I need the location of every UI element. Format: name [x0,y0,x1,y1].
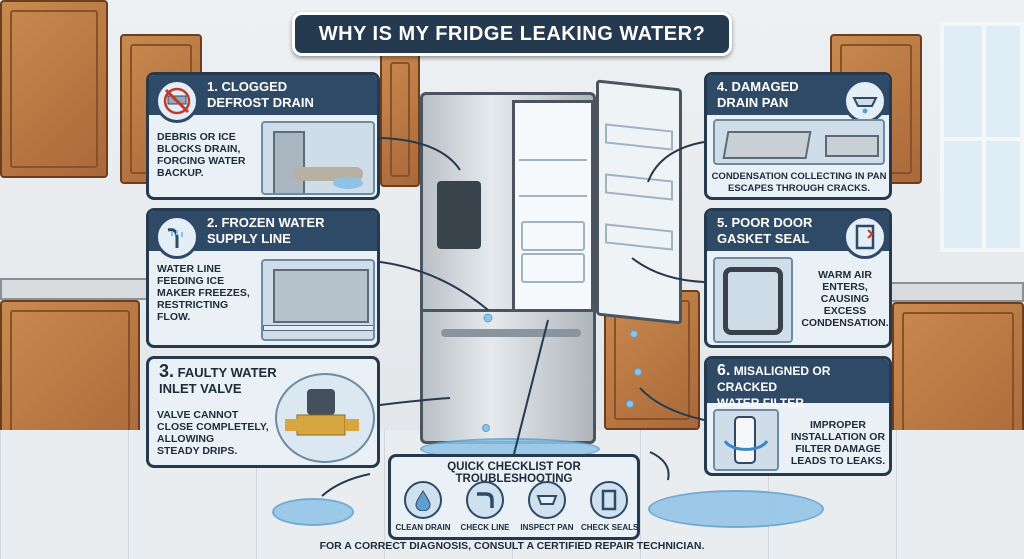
water-drop-icon [404,481,442,519]
gasket-illustration [713,257,793,343]
checklist-item-check-line: CHECK LINE [457,481,513,532]
cause-card-1: 1. CLOGGED DEFROST DRAIN DEBRIS OR ICE B… [146,72,380,200]
cause-title: 6. MISALIGNED OR CRACKED WATER FILTER [717,362,831,411]
cause-card-3: 3. FAULTY WATER INLET VALVE VALVE CANNOT… [146,356,380,468]
water-filter-icon [713,409,779,471]
fridge-interior [512,100,594,312]
door-gasket-icon [843,215,887,259]
upper-cabinet-left [0,0,108,178]
freezer-handle [441,329,581,337]
frozen-line-icon [155,215,199,259]
puddle-left [272,498,354,526]
cause-description: CONDENSATION COLLECTING IN PAN ESCAPES T… [711,171,887,194]
cause-title: 2. FROZEN WATER SUPPLY LINE [207,215,325,246]
cause-title: 4. DAMAGED DRAIN PAN [717,79,799,110]
checklist-item-inspect-pan: INSPECT PAN [519,481,575,532]
cause-card-5: 5. POOR DOOR GASKET SEAL WARM AIR ENTERS… [704,208,892,348]
drain-illustration [261,121,375,195]
checklist-item-label: CHECK SEALS [581,523,639,532]
pipe-icon [466,481,504,519]
troubleshooting-checklist: QUICK CHECKLIST FOR TROUBLESHOOTING CLEA… [388,454,640,540]
cause-title: 1. CLOGGED DEFROST DRAIN [207,79,314,110]
cause-description: WARM AIR ENTERS, CAUSING EXCESS CONDENSA… [801,269,889,329]
checklist-item-clean-drain: CLEAN DRAIN [395,481,451,532]
clogged-pipe-icon [155,79,199,123]
fridge-door-open [596,79,682,325]
checklist-item-label: INSPECT PAN [520,523,574,532]
footer-note: FOR A CORRECT DIAGNOSIS, CONSULT A CERTI… [319,540,705,552]
cause-description: WATER LINE FEEDING ICE MAKER FREEZES, RE… [157,263,250,323]
window [940,22,1024,252]
pan-icon [528,481,566,519]
puddle-right [648,490,824,528]
drain-pan-icon [843,79,887,123]
countertop-left [0,278,150,300]
cause-card-header: 6. MISALIGNED OR CRACKED WATER FILTER [707,359,889,410]
countertop-right [880,282,1024,302]
water-line-illustration [261,259,375,341]
valve-icon [275,373,375,463]
drain-pan-illustration [713,119,885,165]
ice-dispenser [437,181,481,249]
seal-icon [590,481,628,519]
checklist-item-check-seals: CHECK SEALS [581,481,639,532]
upper-cabinet-mid [380,52,420,187]
checklist-item-label: CHECK LINE [460,523,510,532]
cause-description: VALVE CANNOT CLOSE COMPLETELY, ALLOWING … [157,409,269,457]
cause-description: DEBRIS OR ICE BLOCKS DRAIN, FORCING WATE… [157,131,246,179]
cause-card-2: 2. FROZEN WATER SUPPLY LINE WATER LINE F… [146,208,380,348]
cause-title: 5. POOR DOOR GASKET SEAL [717,215,813,246]
cause-title: 3. FAULTY WATER INLET VALVE [159,361,277,396]
cause-card-4: 4. DAMAGED DRAIN PAN CONDENSATION COLLEC… [704,72,892,200]
checklist-item-label: CLEAN DRAIN [395,523,451,532]
cause-card-6: 6. MISALIGNED OR CRACKED WATER FILTER IM… [704,356,892,476]
cause-description: IMPROPER INSTALLATION OR FILTER DAMAGE L… [790,419,886,467]
cause-card-header: 3. FAULTY WATER INLET VALVE [149,359,377,399]
page-title: WHY IS MY FRIDGE LEAKING WATER? [292,12,732,56]
